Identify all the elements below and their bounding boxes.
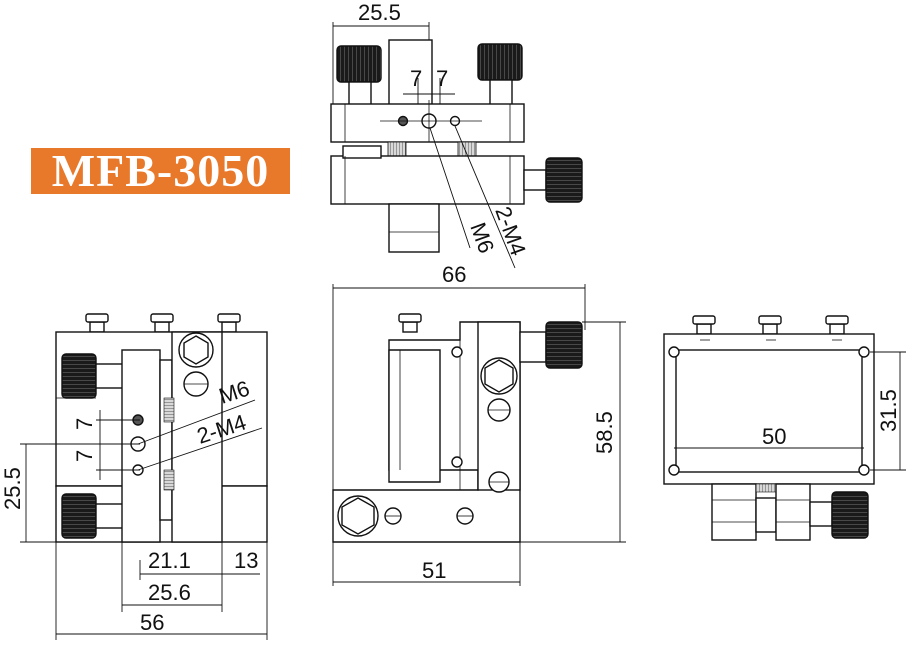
left-dim-depth-c: 25.6 bbox=[148, 580, 191, 605]
top-view bbox=[330, 22, 583, 269]
knob-icon bbox=[545, 321, 583, 369]
front-dim-bottom: 51 bbox=[422, 558, 446, 583]
knob-icon bbox=[336, 45, 382, 83]
left-dim-height: 25.5 bbox=[0, 467, 25, 510]
model-badge: MFB-3050 bbox=[31, 148, 290, 194]
right-dim-hole-spacing: 50 bbox=[762, 424, 786, 449]
right-view bbox=[663, 315, 906, 541]
knob-icon bbox=[61, 353, 97, 399]
top-dim-width: 25.5 bbox=[358, 0, 401, 25]
knob-icon bbox=[477, 43, 523, 81]
front-view bbox=[332, 284, 626, 586]
knob-icon bbox=[831, 491, 869, 539]
left-dim-width: 56 bbox=[140, 610, 164, 635]
left-view bbox=[20, 313, 268, 640]
left-dim-spacing-a: 7 bbox=[72, 418, 97, 430]
front-dim-height: 58.5 bbox=[592, 411, 617, 454]
left-dim-depth-a: 21.1 bbox=[148, 548, 191, 573]
top-label-m6: M6 bbox=[465, 219, 499, 256]
left-dim-spacing-b: 7 bbox=[72, 450, 97, 462]
top-dim-offset-left: 7 bbox=[410, 66, 422, 91]
knob-icon bbox=[545, 157, 583, 203]
top-dim-offset-right: 7 bbox=[436, 66, 448, 91]
knob-icon bbox=[61, 493, 97, 539]
model-name: MFB-3050 bbox=[51, 145, 270, 196]
front-dim-top: 66 bbox=[442, 262, 466, 287]
top-label-2m4: 2-M4 bbox=[490, 203, 531, 259]
left-dim-depth-b: 13 bbox=[234, 548, 258, 573]
right-dim-height: 31.5 bbox=[876, 389, 901, 432]
